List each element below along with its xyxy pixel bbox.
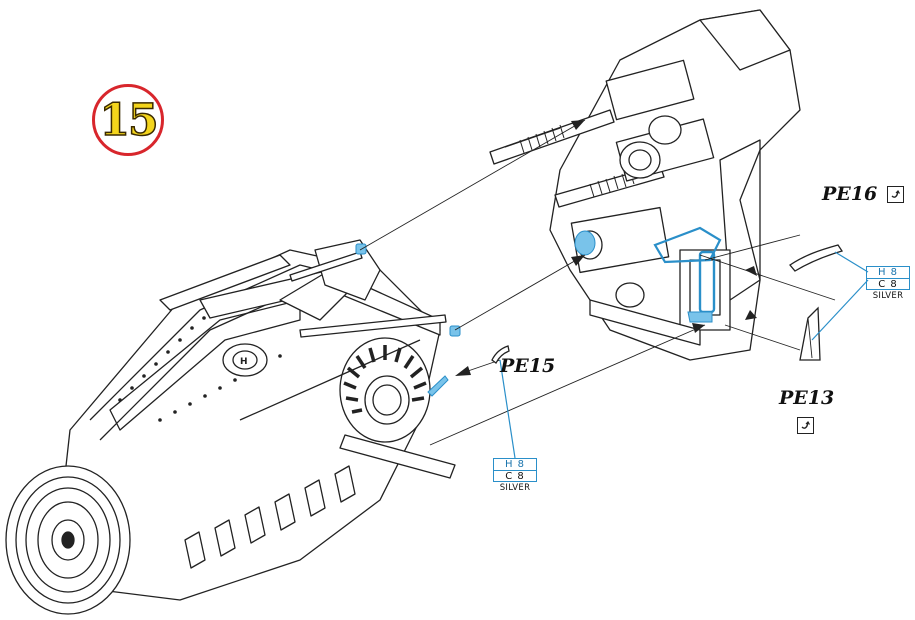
paint-code-primary: H 8 [866, 266, 910, 278]
pe16-paint-code: H 8 C 8 SILVER [866, 266, 910, 301]
pe15-part [491, 345, 510, 364]
paint-code-secondary: C 8 [493, 470, 537, 482]
pe15-paint-code: H 8 C 8 SILVER [493, 458, 537, 493]
paint-color-name: SILVER [872, 291, 904, 301]
step-number: 15 [99, 94, 160, 147]
fold-icon [797, 417, 814, 434]
engine-assembly: H [5, 239, 456, 615]
assembly-lines [359, 119, 836, 446]
pe13-label: PE13 [779, 387, 835, 409]
fold-icon [887, 186, 904, 203]
pe16-part [789, 244, 844, 272]
pe16-label: PE16 [822, 183, 878, 205]
pe15-label: PE15 [500, 355, 556, 377]
paint-code-secondary: C 8 [866, 278, 910, 290]
step-number-badge: 15 [92, 84, 164, 156]
assembly-arrows [455, 120, 757, 376]
mount-blue-parts [574, 226, 722, 323]
pe13-part [799, 306, 821, 361]
paint-color-name: SILVER [499, 483, 531, 493]
paint-callout-lines [499, 251, 869, 459]
paint-code-primary: H 8 [493, 458, 537, 470]
gun-mount-assembly [489, 9, 801, 361]
svg-text:H: H [240, 357, 248, 367]
